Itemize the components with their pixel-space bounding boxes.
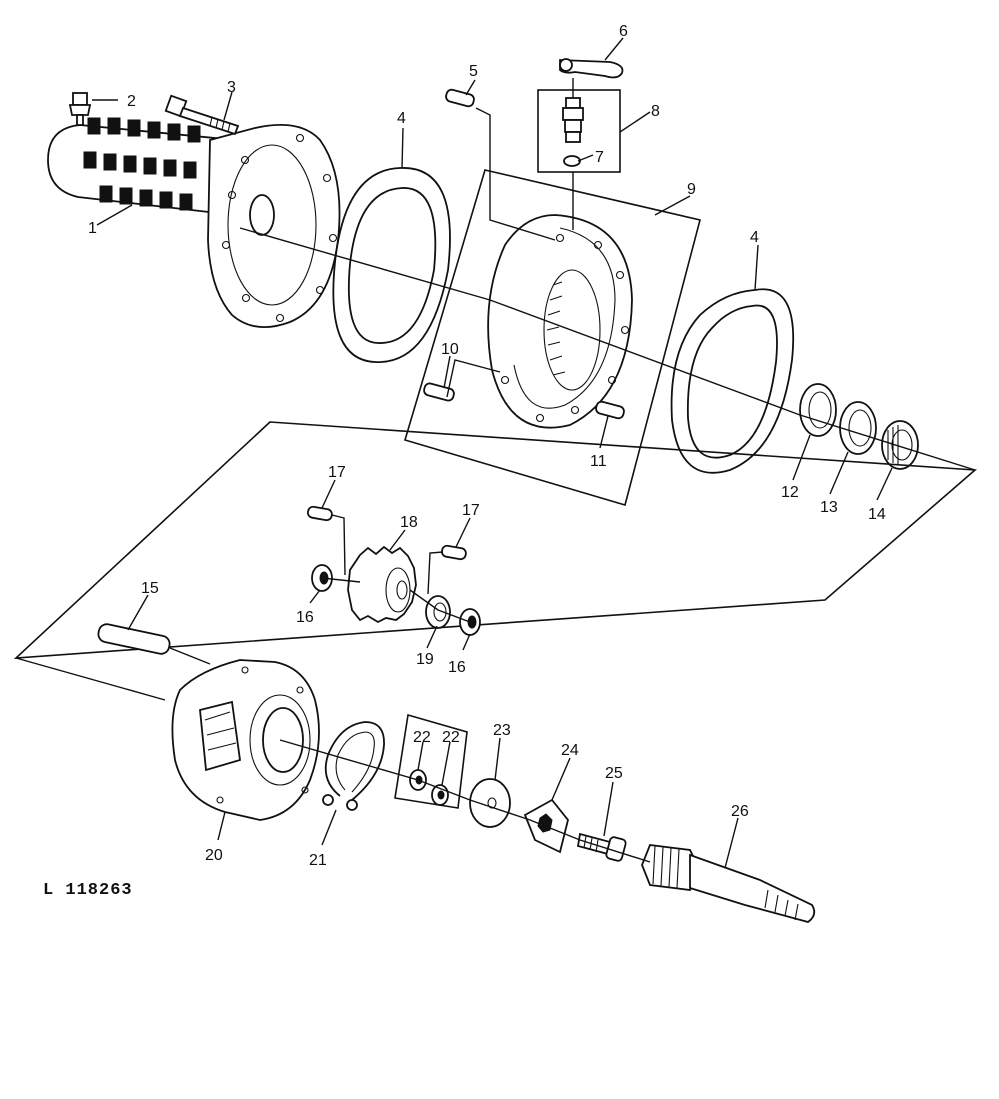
part-2-breather bbox=[68, 92, 92, 126]
callout-10: 10 bbox=[441, 341, 459, 358]
lower-group-outline bbox=[13, 421, 977, 659]
callout-25: 25 bbox=[605, 765, 623, 782]
callout-16-left: 16 bbox=[296, 609, 314, 626]
callout-19: 19 bbox=[416, 651, 434, 668]
part-11-pin bbox=[595, 400, 625, 420]
callout-1: 1 bbox=[88, 220, 97, 237]
lower-center-lines bbox=[15, 514, 651, 863]
callout-2: 2 bbox=[127, 93, 136, 110]
callout-6: 6 bbox=[619, 23, 628, 40]
leader-lines bbox=[92, 37, 893, 869]
callout-17-right: 17 bbox=[462, 502, 480, 519]
callout-3: 3 bbox=[227, 79, 236, 96]
callout-23: 23 bbox=[493, 722, 511, 739]
callout-7: 7 bbox=[595, 149, 604, 166]
part-23-washer bbox=[469, 778, 511, 828]
part-21-snap-ring bbox=[322, 721, 385, 811]
part-6-lever bbox=[559, 58, 624, 79]
callout-15: 15 bbox=[141, 580, 159, 597]
part-17-pin-left bbox=[307, 505, 333, 522]
callout-13: 13 bbox=[820, 499, 838, 516]
callout-21: 21 bbox=[309, 852, 327, 869]
part-22-kit-box bbox=[394, 713, 468, 809]
callout-26: 26 bbox=[731, 803, 749, 820]
part-19-bushing bbox=[425, 595, 451, 629]
callout-18: 18 bbox=[400, 514, 418, 531]
part-9-kit-box bbox=[404, 169, 701, 507]
part-17-pin-right bbox=[441, 544, 467, 561]
part-14-bearing-cone bbox=[881, 420, 919, 470]
callout-16-right: 16 bbox=[448, 659, 466, 676]
figure-reference-code: L 118263 bbox=[43, 881, 133, 900]
part-12-race bbox=[799, 383, 837, 437]
part-3-bolt bbox=[164, 94, 240, 136]
part-20-case bbox=[171, 659, 320, 821]
callout-20: 20 bbox=[205, 847, 223, 864]
part-13-race bbox=[839, 401, 877, 455]
part-4-gasket-left bbox=[332, 167, 451, 363]
callout-24: 24 bbox=[561, 742, 579, 759]
callout-17-left: 17 bbox=[328, 464, 346, 481]
callout-labels: 1 2 3 4 5 6 7 8 9 4 10 11 12 13 14 15 16… bbox=[88, 23, 886, 869]
part-16-washer-right bbox=[459, 608, 481, 636]
part-8-kit-box bbox=[537, 89, 621, 173]
part-9-body bbox=[487, 214, 633, 429]
callout-9: 9 bbox=[687, 181, 696, 198]
part-4-gasket-right bbox=[670, 288, 795, 474]
part-26-shaft bbox=[641, 844, 816, 923]
callout-22-right: 22 bbox=[442, 729, 460, 746]
part-1-housing bbox=[47, 117, 341, 328]
callout-22-left: 22 bbox=[413, 729, 431, 746]
part-18-gear bbox=[347, 545, 417, 624]
callout-14: 14 bbox=[868, 506, 886, 523]
callout-8: 8 bbox=[651, 103, 660, 120]
upper-center-lines bbox=[239, 107, 976, 471]
callout-5: 5 bbox=[469, 63, 478, 80]
part-25-cap-screw bbox=[576, 832, 627, 862]
callout-4-left: 4 bbox=[397, 110, 406, 127]
callout-11: 11 bbox=[590, 453, 607, 470]
callout-12: 12 bbox=[781, 484, 799, 501]
part-5-pin bbox=[445, 88, 475, 108]
part-7-washer bbox=[563, 155, 581, 167]
callout-4-right: 4 bbox=[750, 229, 759, 246]
part-8-valve-stack bbox=[562, 78, 584, 143]
part-15-pin bbox=[97, 623, 171, 655]
